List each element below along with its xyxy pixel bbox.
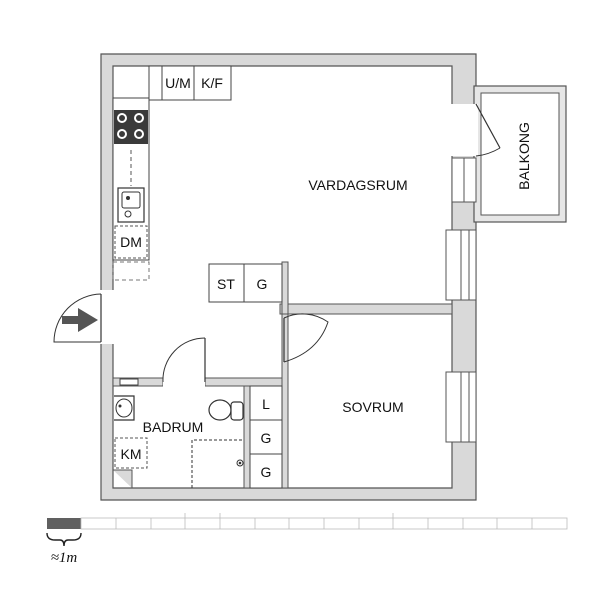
scale-bar: ≈1m [46,513,568,566]
bathroom-door[interactable] [162,337,206,387]
window-living-upper [451,157,477,203]
storage-label: ST [217,276,235,292]
fridge-freezer-units: U/M K/F [148,65,232,101]
balcony-door-opening [450,104,478,156]
shower-area [191,439,244,488]
storage-closets: ST G [208,263,283,303]
toilet-icon [208,399,244,421]
freezer-label: U/M [165,75,191,91]
wardrobe-label-3: G [261,464,272,480]
washing-machine: KM [114,437,148,469]
washbasin-icon [114,395,135,421]
shelf-icon [119,378,139,386]
hall-wardrobes: L G G [249,385,283,489]
sink-icon [117,187,145,223]
scale-brace-icon [46,532,82,547]
window-bedroom [445,371,477,443]
linen-label: L [262,396,270,412]
dishwasher: DM [114,225,148,259]
entrance-arrow-icon [62,308,98,332]
wardrobe-label-2: G [261,430,272,446]
room-label-living: VARDAGSRUM [308,177,407,193]
dishwasher-label: DM [120,234,142,250]
fridge-label: K/F [201,75,223,91]
room-label-balcony: BALKONG [516,122,532,190]
kitchen-cabinet-dashed [112,261,150,281]
shaft-notch [113,469,133,488]
wardrobe-label-1: G [257,276,268,292]
room-label-bathroom: BADRUM [143,419,204,435]
washing-machine-label: KM [121,446,142,462]
stove-icon [114,110,148,144]
scale-label: ≈1m [51,550,78,566]
room-label-bedroom: SOVRUM [342,399,403,415]
balcony-door[interactable] [475,103,501,157]
entrance-door[interactable] [53,293,102,343]
bedroom-door[interactable] [283,313,329,363]
window-living-lower [445,229,477,301]
entrance-opening [99,290,115,344]
outer-walls [100,53,477,501]
